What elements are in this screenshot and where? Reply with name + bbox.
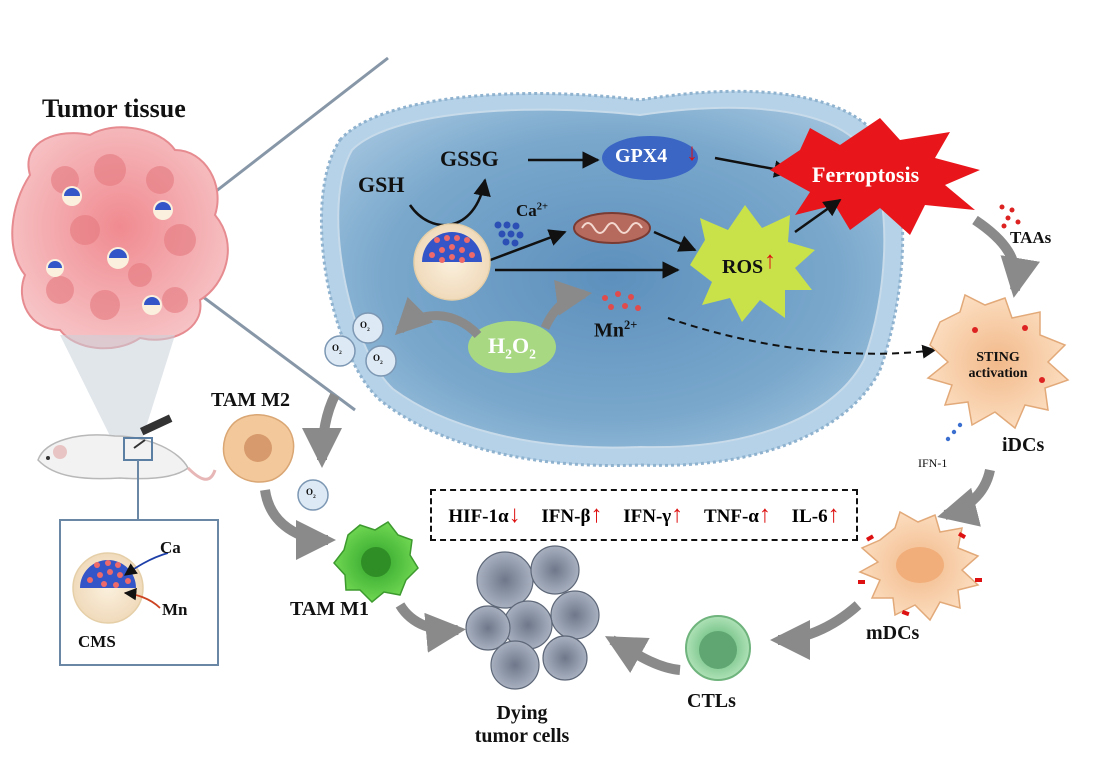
inset-arrow-mn [123,587,161,609]
arrow-idc-mdc [937,468,995,527]
mitochondria-icon [573,212,651,244]
mdc-cell [858,510,982,622]
syringe-icon [133,414,173,449]
arrow-o2-down [302,392,343,468]
ctls-label: CTLs [687,690,736,712]
inset-arrow-ca [123,552,169,576]
gssg-label: GSSG [440,146,499,171]
tumor-tissue [11,126,229,350]
zoom-funnel [60,335,175,440]
arrow-h2o2-mn [540,279,593,330]
arrow-mn-sting [667,317,937,359]
mn-label: Mn2+ [594,318,638,342]
idcs-label: iDCs [1002,434,1045,456]
ctl-cell [685,615,751,681]
o2-bubbles [324,312,397,377]
arrow-ros-ferroptosis [794,198,842,234]
inset-cms-particle [72,552,144,624]
arrow-ca-mito [484,229,567,264]
o2-bubble-single [297,479,329,511]
mouse-icon [37,414,217,481]
arrow-m1-dying [395,602,466,653]
gsh-label: GSH [358,172,405,197]
cms-nanoparticle [413,223,491,301]
marker-ifng: IFN-γ↑ [623,501,684,528]
marker-ifnb: IFN-β↑ [541,501,603,528]
ifn1-dots [945,422,963,442]
marker-tnfa: TNF-α↑ [703,501,771,528]
h2o2-ellipse [468,321,556,373]
o2-label-single: O2 [306,487,316,500]
cytokine-marker-box: HIF-1α↓ IFN-β↑ IFN-γ↑ TNF-α↑ IL-6↑ [430,489,858,541]
dying-tumor-cells [465,545,600,690]
tam-m2-cell [222,414,295,483]
h2o2-label: H2O2 [488,333,536,362]
ros-up-arrow: ↑ [764,248,776,274]
o2-label-2: O2 [332,343,342,356]
taas-label: TAAs [1010,228,1052,247]
inset-ca-label: Ca [160,538,181,557]
arrow-ctl-dying [605,635,681,675]
arrow-taas-idc [972,215,1040,298]
arrow-mdc-ctl [770,601,862,660]
gpx4-label: GPX4 [615,145,668,167]
taa-dots [999,204,1021,229]
tam-m1-cell [333,521,419,604]
o2-label-3: O2 [373,353,383,366]
marker-il6: IL-6↑ [791,501,840,528]
tumor-tissue-label: Tumor tissue [42,94,186,123]
arrow-mito-ros [653,230,697,252]
ros-label: ROS [722,256,764,278]
sting-activation-label: STING activation [968,350,1028,381]
arrow-m2-m1 [260,489,336,560]
marker-hif1a: HIF-1α↓ [448,501,521,528]
ifn1-label: IFN-1 [918,456,948,470]
ros-burst [690,205,815,322]
gpx4-down-arrow: ↓ [686,140,698,166]
arrow-h2o2-o2 [394,296,482,339]
tam-m2-label: TAM M2 [211,389,291,411]
dying-tumor-cells-label: Dying tumor cells [474,702,570,747]
mdcs-label: mDCs [866,622,920,644]
gpx4-ellipse [602,136,698,180]
ca-label: Ca2+ [516,201,549,220]
ferroptosis-label: Ferroptosis [812,162,920,187]
inset-mn-label: Mn [162,600,188,619]
o2-label-1: O2 [360,320,370,333]
idc-cell [926,293,1070,430]
mn-ion-dots [602,291,641,311]
ca-ion-dots [494,221,524,247]
tam-m1-label: TAM M1 [290,598,370,620]
inset-cms-label: CMS [78,632,116,651]
